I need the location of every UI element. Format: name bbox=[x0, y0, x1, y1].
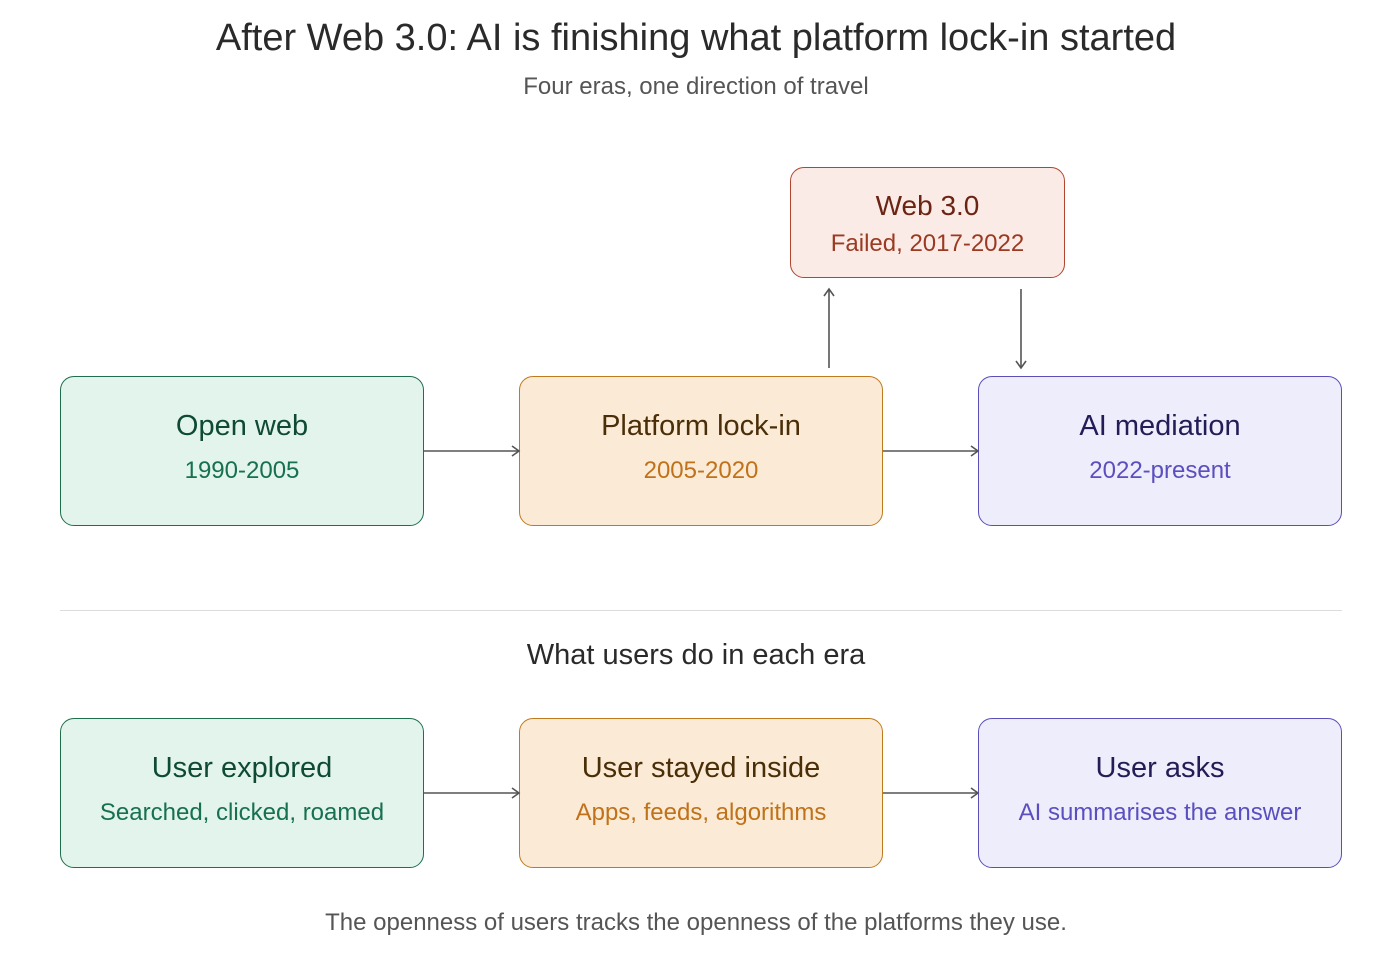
arrowhead bbox=[1015, 360, 1027, 370]
era-name: Open web bbox=[175, 410, 309, 442]
era-name: Platform lock-in bbox=[601, 410, 801, 442]
era-name: AI mediation bbox=[1079, 410, 1241, 442]
era-box-web3: Web 3.0 Failed, 2017-2022 bbox=[790, 167, 1065, 278]
user-detail: AI summarises the answer bbox=[1018, 799, 1302, 826]
era-period: Failed, 2017-2022 bbox=[830, 230, 1025, 257]
section-title: What users do in each era bbox=[526, 639, 866, 671]
diagram-title: After Web 3.0: AI is finishing what plat… bbox=[215, 17, 1177, 59]
user-detail: Searched, clicked, roamed bbox=[99, 799, 385, 826]
era-name: Web 3.0 bbox=[875, 190, 980, 221]
arrowhead bbox=[970, 445, 980, 457]
diagram-subtitle: Four eras, one direction of travel bbox=[523, 73, 869, 100]
arrowhead bbox=[823, 287, 835, 297]
era-period: 2005-2020 bbox=[643, 457, 759, 484]
arrowhead bbox=[970, 787, 980, 799]
arrowhead bbox=[511, 445, 521, 457]
era-box-platform-lock-in: Platform lock-in 2005-2020 bbox=[519, 376, 883, 526]
arrowhead bbox=[511, 787, 521, 799]
footer-note: The openness of users tracks the opennes… bbox=[325, 909, 1067, 936]
era-period: 2022-present bbox=[1089, 457, 1231, 484]
user-behaviour: User stayed inside bbox=[581, 752, 821, 784]
user-behaviour: User asks bbox=[1095, 752, 1225, 784]
era-box-open-web: Open web 1990-2005 bbox=[60, 376, 424, 526]
user-box-stayed-inside: User stayed inside Apps, feeds, algorith… bbox=[519, 718, 883, 868]
user-box-asks: User asks AI summarises the answer bbox=[978, 718, 1342, 868]
user-box-explored: User explored Searched, clicked, roamed bbox=[60, 718, 424, 868]
section-divider bbox=[60, 610, 1342, 611]
era-period: 1990-2005 bbox=[184, 457, 300, 484]
era-box-ai-mediation: AI mediation 2022-present bbox=[978, 376, 1342, 526]
user-behaviour: User explored bbox=[151, 752, 333, 784]
user-detail: Apps, feeds, algorithms bbox=[575, 799, 827, 826]
